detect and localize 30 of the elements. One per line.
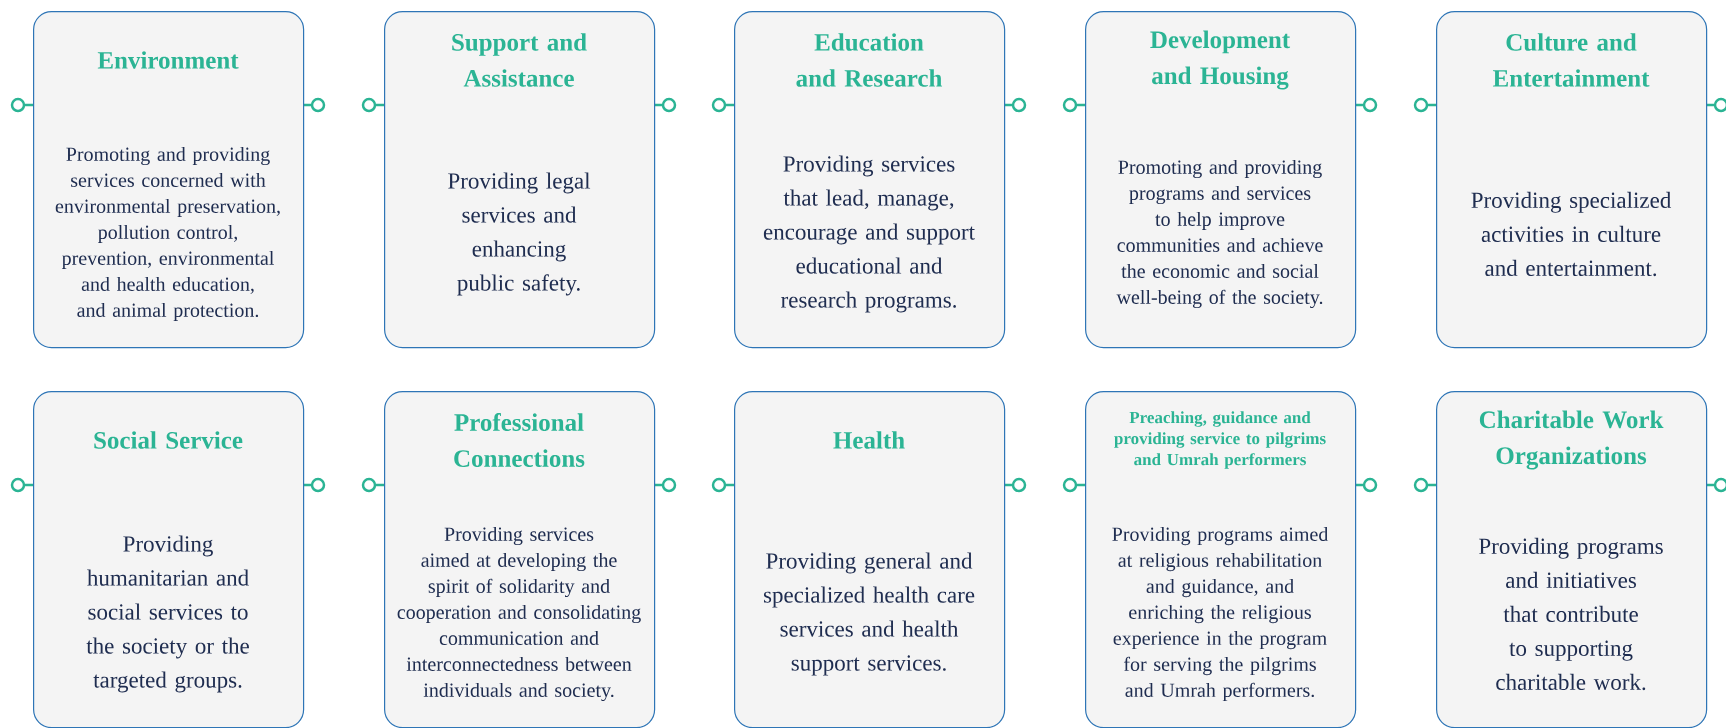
- card-heading: Environment: [97, 51, 239, 69]
- card-description: Providing humanitarian and social services to the society or the targeted groups.: [86, 535, 249, 693]
- card: [384, 391, 656, 728]
- card-heading: Education and Research: [796, 33, 942, 87]
- card-description: Providing services that lead, manage, encourage and support educational and research programs.: [763, 155, 975, 313]
- card: [1085, 391, 1357, 728]
- card-heading: Preaching, guidance and providing service to pilgrims and Umrah performers: [1114, 411, 1326, 469]
- card-description: Providing services aimed at developing the spirit of solidarity and cooperation and consolidating communication and interconnectedness between individuals and society.: [397, 526, 641, 702]
- card: [33, 391, 305, 728]
- card: [734, 11, 1006, 349]
- card-description: Providing legal services and enhancing public safety.: [448, 172, 591, 296]
- card-heading: Professional Connections: [454, 413, 585, 467]
- card-description: Providing specialized activities in culture and entertainment.: [1471, 191, 1672, 277]
- card-description: Providing programs aimed at religious rehabilitation and guidance, and enriching the religious experience in the program for serving the pilgrims and Umrah performers.: [1112, 526, 1329, 702]
- card-description: Promoting and providing programs and services to help improve communities and achieve the economic and social well-being of the society.: [1116, 159, 1323, 309]
- card-description: Promoting and providing services concerned with environmental preservation, pollution control, prevention, environmental and health education, and animal protection.: [55, 146, 280, 322]
- card-heading: Development and Housing: [1150, 30, 1291, 90]
- card-heading: Support and Assistance: [452, 33, 587, 87]
- card: [1436, 11, 1708, 349]
- card-description: Providing programs and initiatives that contribute to supporting charitable work.: [1479, 537, 1663, 691]
- card: [1085, 11, 1357, 349]
- card: [384, 11, 656, 349]
- card-heading: Culture and Entertainment: [1493, 33, 1650, 87]
- card-description: Providing general and specialized health care services and health support services.: [763, 552, 975, 676]
- card: [1436, 391, 1708, 728]
- card-heading: Social Service: [94, 431, 243, 449]
- card-heading: Charitable Work Organizations: [1479, 410, 1664, 470]
- card: [734, 391, 1006, 728]
- card: [33, 11, 305, 349]
- card-heading: Health: [833, 431, 905, 449]
